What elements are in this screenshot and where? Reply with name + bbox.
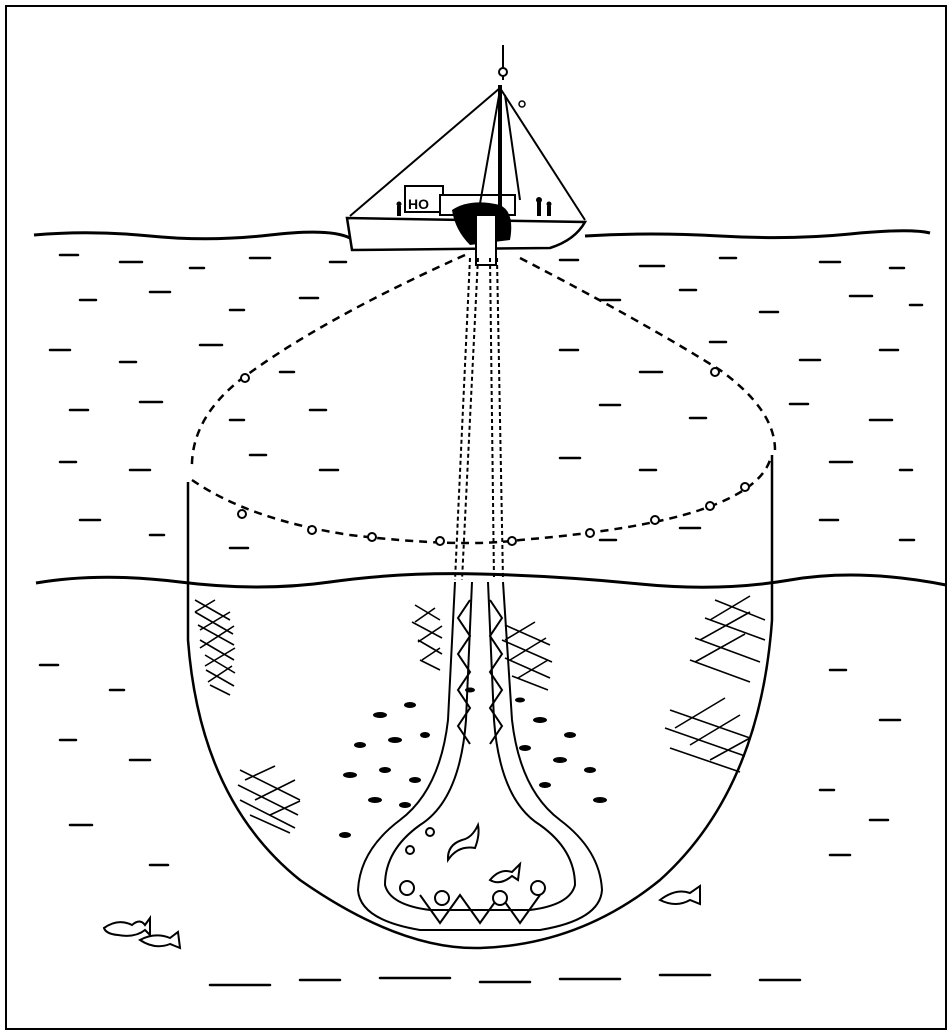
- net-floats: [237, 367, 750, 546]
- boom-2: [504, 94, 521, 201]
- net-wall-outline: [186, 455, 774, 950]
- boat-cabin: [404, 185, 444, 213]
- sea-surface-line: [33, 230, 351, 241]
- crew-figures: [396, 197, 552, 216]
- frame-border: [5, 5, 947, 1030]
- pursed-net-funnel: [356, 581, 604, 931]
- deep-water-texture: [38, 663, 902, 987]
- fish-outside-net: [102, 884, 701, 950]
- sea-surface-line-right: [584, 229, 931, 240]
- purse-lines: [454, 257, 504, 581]
- fish-school: [339, 687, 607, 838]
- net-mesh-patches: [194, 595, 766, 834]
- purse-davit: [475, 214, 497, 266]
- hull-marking: HO: [408, 196, 429, 212]
- fishing-boat: HO: [345, 45, 588, 266]
- water-texture: [48, 253, 924, 550]
- rigging-left: [349, 87, 501, 217]
- thermocline-line: [35, 572, 947, 589]
- rigging-right: [499, 87, 586, 221]
- fish-inside-net: [446, 821, 522, 884]
- purse-rings: [399, 827, 546, 906]
- boom: [477, 89, 501, 216]
